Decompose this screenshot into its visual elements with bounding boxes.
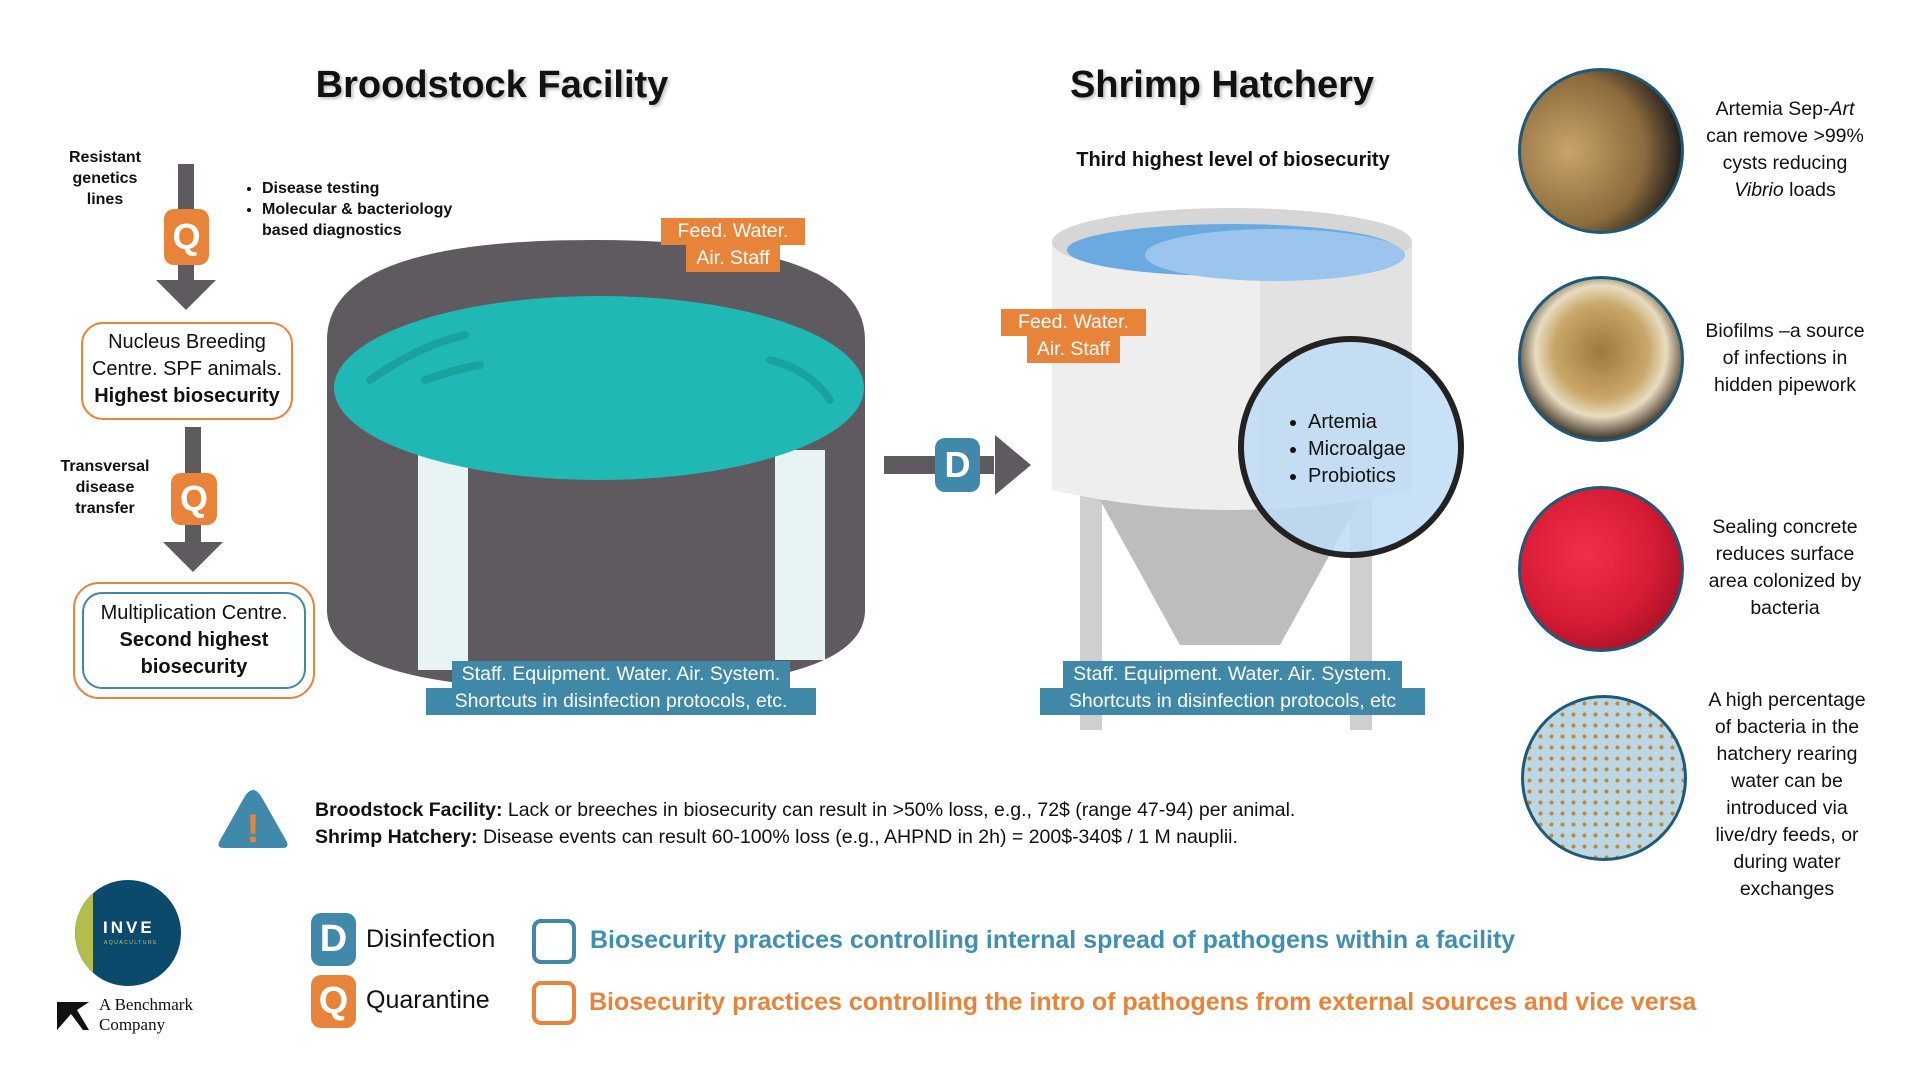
magnifier-circle	[1238, 336, 1464, 558]
legend-blue-square	[532, 919, 576, 964]
artemia-separator-photo	[1518, 68, 1684, 234]
legend-quarantine-label: Quarantine	[366, 986, 490, 1014]
broodstock-tank	[327, 240, 865, 690]
quarantine-badge: Q	[164, 209, 209, 265]
multiplication-outer-border	[73, 582, 315, 699]
list-item: Microalgae	[1308, 436, 1406, 463]
legend-orange-square	[532, 981, 576, 1025]
hatchery-inputs-list: Artemia Microalgae Probiotics	[1308, 409, 1406, 490]
svg-text:!: !	[246, 807, 259, 851]
arrow-down-icon	[163, 542, 223, 572]
broodstock-staff-tag: Staff. Equipment. Water. Air. System.Sho…	[426, 661, 816, 715]
bacteria-microscope-photo	[1521, 695, 1687, 861]
list-item: Disease testing	[262, 178, 452, 199]
disinfection-badge: D	[935, 438, 980, 492]
hatchery-staff-tag: Staff. Equipment. Water. Air. System.Sho…	[1040, 661, 1425, 715]
biofilm-pipe-photo	[1518, 276, 1684, 442]
list-item: Artemia	[1308, 409, 1406, 436]
legend-disinfection-label: Disinfection	[366, 925, 496, 953]
benchmark-logo-icon	[57, 1002, 89, 1030]
warning-text: Broodstock Facility: Lack or breeches in…	[315, 799, 1296, 848]
hatchery-subtitle: Third highest level of biosecurity	[1076, 149, 1390, 171]
warning-icon: !	[218, 790, 288, 851]
concrete-surface-photo	[1518, 486, 1684, 652]
legend-blue-text: Biosecurity practices controlling intern…	[590, 926, 1516, 954]
arrow-down-icon	[156, 280, 216, 310]
side-note-1: Artemia Sep-Art can remove >99%cysts red…	[1706, 98, 1864, 201]
legend-disinfection-badge: D	[311, 913, 356, 966]
hatchery-title: Shrimp Hatchery	[1069, 64, 1375, 106]
arrow-right-icon	[995, 435, 1031, 495]
list-item: Probiotics	[1308, 463, 1406, 490]
hatchery-feed-tag: Feed. Water.Air. Staff	[1001, 309, 1146, 363]
inve-logo: INVE AQUACULTURE	[75, 880, 181, 986]
quarantine-badge: Q	[171, 473, 217, 525]
broodstock-title: Broodstock Facility	[315, 64, 669, 106]
legend-quarantine-badge: Q	[311, 975, 356, 1028]
broodstock-feed-tag: Feed. Water.Air. Staff	[661, 218, 805, 272]
legend-orange-text: Biosecurity practices controlling the in…	[589, 988, 1697, 1016]
testing-list: Disease testing Molecular & bacteriology…	[262, 178, 452, 241]
